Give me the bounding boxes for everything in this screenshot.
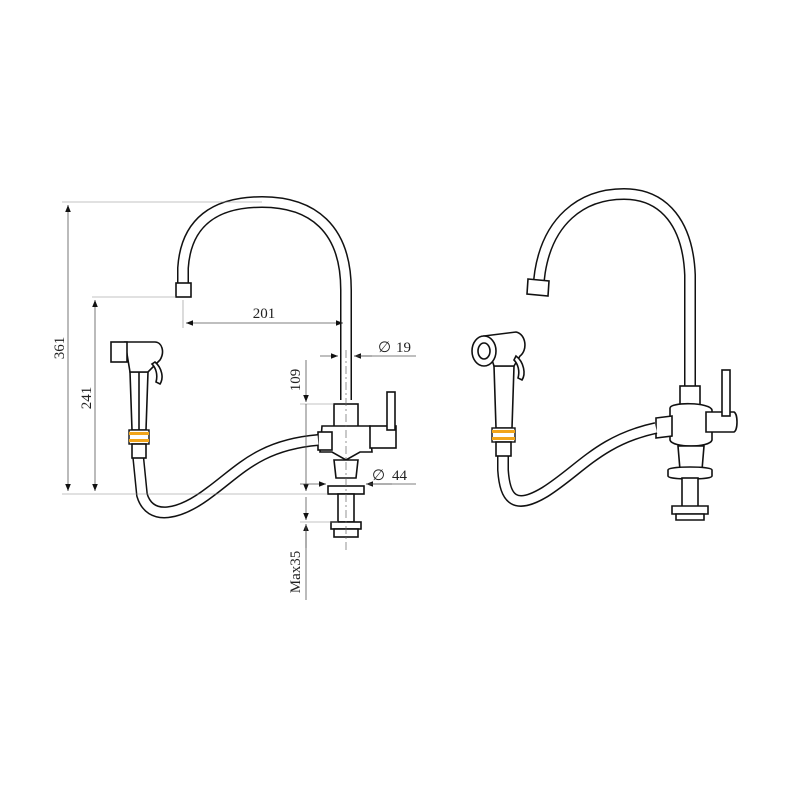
- label-max-thickness: Max35: [288, 551, 304, 594]
- dim-spout-reach: 201: [182, 300, 343, 328]
- washer-perspective: [675, 513, 705, 521]
- dim-spout-diameter: ∅ 19: [320, 340, 416, 359]
- dim-overall-height: 361: [52, 201, 328, 495]
- accent-band-p1: [492, 430, 515, 433]
- lever-handle: [386, 391, 396, 431]
- dim-max-thickness: Max35: [288, 497, 338, 600]
- shower-fitting-perspective: [495, 441, 512, 457]
- spout-aerator: [175, 282, 192, 298]
- mixer-body-perspective: [655, 369, 738, 521]
- lever-handle-perspective: [721, 369, 731, 417]
- dim-spout-height: 241: [79, 296, 176, 491]
- label-spout-height: 241: [79, 387, 95, 410]
- body-perspective: [669, 402, 713, 447]
- label-base-diameter: 44: [392, 468, 408, 484]
- shank-perspective: [681, 477, 699, 509]
- hand-shower: [110, 341, 164, 459]
- dimensioned-faucet-view: 361 241 201 ∅ 19 109: [52, 195, 416, 600]
- accent-band-1: [129, 432, 149, 435]
- label-overall-height: 361: [52, 337, 68, 360]
- label-spout-reach: 201: [253, 306, 276, 322]
- lever-housing: [369, 425, 397, 449]
- dim-base-diameter: ∅ 44: [300, 468, 416, 487]
- shower-trigger: [150, 360, 163, 386]
- nut-perspective: [671, 505, 709, 515]
- label-spout-diameter: 19: [396, 340, 411, 356]
- spout-perspective: [526, 187, 696, 392]
- shower-trigger-perspective: [513, 354, 525, 382]
- accent-band-p2: [492, 437, 515, 440]
- dim-handle-height: 109: [288, 360, 334, 491]
- hand-shower-perspective: [471, 331, 526, 457]
- base-flange-perspective: [667, 466, 713, 480]
- spout-aerator-perspective: [526, 278, 550, 297]
- spout: [175, 195, 352, 400]
- hose-connector: [317, 431, 333, 451]
- mixer-body: [317, 350, 397, 552]
- hose: [132, 434, 319, 519]
- shower-hose-fitting: [131, 443, 147, 459]
- hose-connector-perspective: [655, 415, 673, 439]
- lever-housing-perspective: [705, 411, 738, 433]
- diameter-symbol-44: ∅: [372, 468, 385, 484]
- diameter-symbol-19: ∅: [378, 340, 391, 356]
- perspective-faucet-view: [471, 187, 738, 521]
- accent-band-2: [129, 439, 149, 442]
- shower-nozzle: [110, 341, 128, 363]
- label-handle-height: 109: [288, 369, 304, 392]
- shower-grip-perspective: [493, 365, 515, 429]
- hose-perspective: [497, 422, 658, 507]
